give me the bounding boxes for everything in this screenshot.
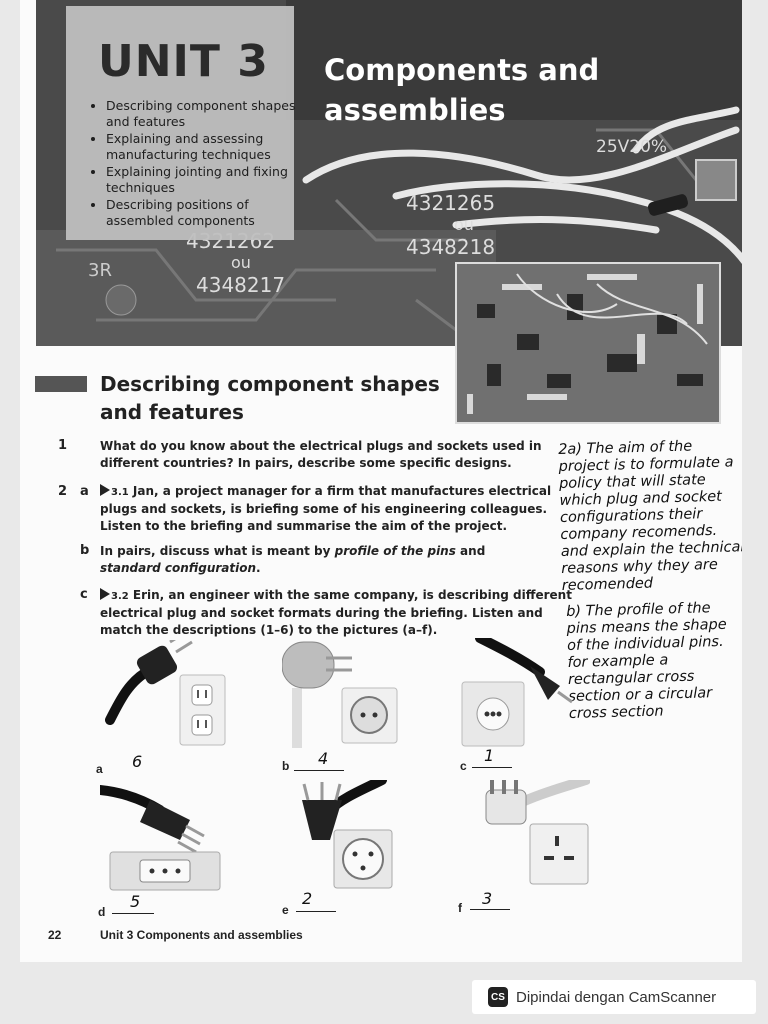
running-footer: Unit 3 Components and assemblies — [100, 928, 303, 942]
plug-picture-c — [461, 638, 573, 747]
picture-label-e: e — [282, 903, 289, 917]
handwritten-answer-2b: b) The profile of the pins means the sha… — [566, 600, 727, 722]
picture-label-d: d — [98, 905, 106, 919]
question-letter: b — [80, 543, 90, 558]
answer-line — [296, 911, 336, 912]
scanner-watermark-text: Dipindai dengan CamScanner — [516, 988, 717, 1006]
banner-chip-mid-1: 4321265 — [406, 191, 495, 215]
question-2b-mid: and — [455, 544, 486, 558]
page-number: 22 — [48, 928, 62, 942]
answer-d: 5 — [130, 892, 141, 911]
answer-line — [112, 913, 154, 914]
objective-item: Describing positions of assembled compon… — [106, 197, 312, 229]
unit-info-box — [66, 6, 294, 240]
question-number: 2 — [58, 484, 68, 499]
objective-item: Explaining jointing and fixing technique… — [106, 164, 312, 196]
handwritten-answer-2a: 2a) The aim of the project is to formula… — [558, 438, 742, 594]
question-letter: a — [80, 484, 89, 499]
answer-a: 6 — [132, 752, 143, 771]
audio-track-icon — [100, 484, 110, 496]
plug-picture-d — [100, 785, 221, 891]
banner-chip-mid-3: 4348218 — [406, 235, 495, 259]
unit-banner: 25V20% 4321262 ou 4348217 4321265 ou 434… — [36, 0, 742, 346]
answer-line — [294, 770, 344, 771]
picture-label-f: f — [458, 901, 462, 915]
picture-label-b: b — [282, 759, 290, 773]
audio-track-number: 3.1 — [111, 487, 129, 498]
question-number: 1 — [58, 438, 68, 453]
question-letter: c — [80, 587, 88, 602]
question-2b-text: In pairs, discuss what is meant by profi… — [100, 543, 540, 577]
question-2b-end: . — [256, 561, 261, 575]
answer-line — [470, 909, 510, 910]
plug-picture-b — [282, 641, 398, 748]
question-2c-body: Erin, an engineer with the same company,… — [100, 588, 572, 637]
question-2b-term-1: profile of the pins — [334, 544, 456, 558]
banner-label-3r: 3R — [88, 260, 112, 281]
scanner-watermark: CS Dipindai dengan CamScanner — [472, 980, 756, 1014]
camscanner-logo-icon: CS — [488, 987, 508, 1007]
unit-objectives-list: Describing component shapes and features… — [92, 98, 312, 230]
banner-chip-mid-2: ou — [454, 215, 474, 234]
plug-picture-f — [485, 780, 590, 885]
pcb-inset-photo — [455, 262, 721, 424]
picture-label-a: a — [96, 762, 103, 776]
unit-number: UNIT 3 — [98, 36, 269, 87]
banner-label-25v: 25V20% — [596, 137, 667, 157]
plug-picture-a — [105, 640, 226, 746]
banner-chip-left-2: ou — [231, 253, 251, 272]
answer-b: 4 — [318, 749, 329, 768]
plug-picture-e — [302, 780, 393, 889]
objective-item: Explaining and assessing manufacturing t… — [106, 131, 312, 163]
question-2a-text: 3.1 Jan, a project manager for a firm th… — [100, 483, 570, 535]
picture-label-c: c — [460, 759, 467, 773]
question-1-text: What do you know about the electrical pl… — [100, 439, 542, 470]
answer-line — [472, 767, 512, 768]
banner-chip-left-3: 4348217 — [196, 273, 285, 297]
answer-f: 3 — [482, 889, 493, 908]
textbook-page: 25V20% 4321262 ou 4348217 4321265 ou 434… — [20, 0, 742, 962]
question-2b-term-2: standard configuration — [100, 561, 257, 575]
section-marker — [35, 376, 87, 392]
question-2c-text: 3.2 Erin, an engineer with the same comp… — [100, 587, 580, 639]
audio-track-icon — [100, 588, 110, 600]
section-title: Describing component shapes and features — [100, 372, 440, 424]
unit-title: Components and assemblies — [324, 53, 600, 127]
question-2a-body: Jan, a project manager for a firm that m… — [100, 484, 552, 533]
answer-e: 2 — [302, 889, 313, 908]
audio-track-number: 3.2 — [111, 591, 129, 602]
objective-item: Describing component shapes and features — [106, 98, 312, 130]
question-2b-start: In pairs, discuss what is meant by — [100, 544, 335, 558]
answer-c: 1 — [484, 746, 495, 765]
